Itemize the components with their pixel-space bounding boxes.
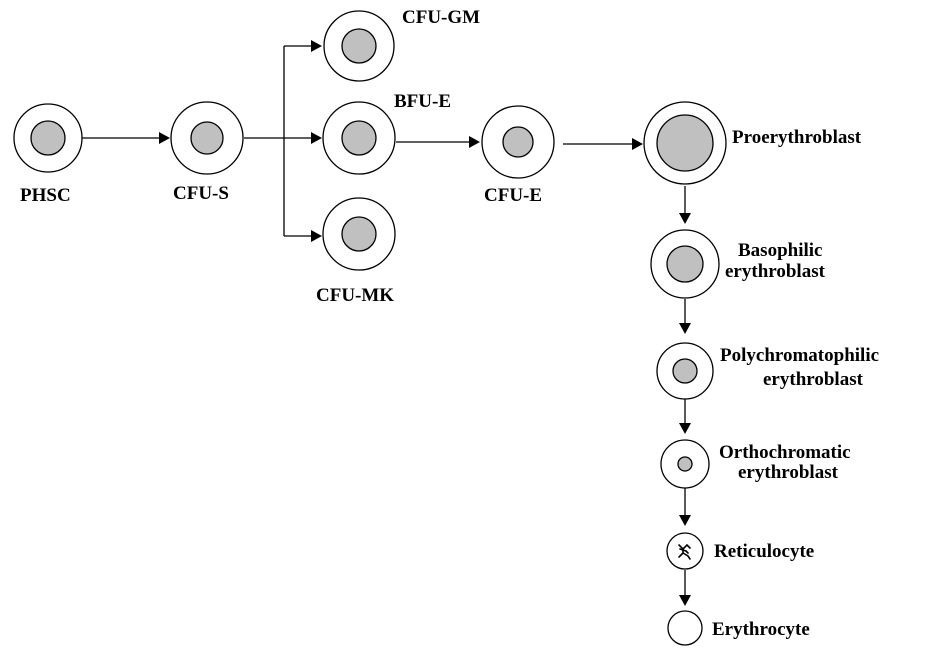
- cell-bfu-e: [322, 101, 396, 175]
- label-reticulocyte: Reticulocyte: [714, 541, 814, 562]
- cell-nucleus: [502, 126, 534, 158]
- cell-basophilic-erythroblast: [650, 229, 720, 299]
- arrow-down-icon: [679, 213, 691, 224]
- arrow-down-icon: [679, 595, 691, 606]
- cell-cfu-e: [481, 105, 555, 179]
- cell-nucleus: [341, 28, 377, 64]
- cell-nucleus: [677, 456, 693, 472]
- arrow-right-icon: [311, 132, 322, 144]
- label-cfu-s: CFU-S: [173, 183, 229, 204]
- cell-orthochromatic-erythroblast: [660, 439, 710, 489]
- label-basophilic-line1: Basophilic: [738, 240, 822, 261]
- cell-polychromatophilic-erythroblast: [656, 342, 714, 400]
- cell-erythrocyte: [667, 610, 703, 646]
- cell-cfu-s: [170, 101, 244, 175]
- label-phsc: PHSC: [20, 185, 71, 206]
- cell-nucleus: [666, 245, 704, 283]
- arrow-down-icon: [679, 515, 691, 526]
- label-cfu-e: CFU-E: [484, 185, 542, 206]
- arrow-right-icon: [311, 40, 322, 52]
- cell-reticulocyte: [666, 532, 704, 570]
- cell-nucleus: [190, 121, 224, 155]
- arrow-down-icon: [679, 423, 691, 434]
- arrow-down-icon: [679, 323, 691, 334]
- label-basophilic-line2: erythroblast: [725, 261, 826, 282]
- label-proerythroblast: Proerythroblast: [732, 127, 862, 148]
- cell-nucleus: [656, 114, 714, 172]
- cell-cfu-mk: [322, 197, 396, 271]
- label-cfu-gm: CFU-GM: [402, 7, 480, 28]
- label-polychromatophilic-line2: erythroblast: [763, 369, 864, 390]
- reticulum-icon: [678, 543, 691, 560]
- arrow-right-icon: [469, 136, 480, 148]
- cell-phsc: [13, 103, 83, 173]
- arrow-right-icon: [311, 230, 322, 242]
- cell-cfu-gm: [323, 10, 395, 82]
- connectors: [81, 40, 691, 606]
- cell-nucleus: [672, 358, 698, 384]
- cell-nucleus: [30, 120, 66, 156]
- label-erythrocyte: Erythrocyte: [712, 619, 810, 640]
- label-orthochromatic-line2: erythroblast: [738, 462, 839, 483]
- label-polychromatophilic-line1: Polychromatophilic: [720, 345, 879, 366]
- label-bfu-e: BFU-E: [394, 91, 451, 112]
- label-orthochromatic-line1: Orthochromatic: [719, 442, 851, 463]
- cell-proerythroblast: [643, 101, 727, 185]
- arrow-right-icon: [632, 138, 643, 150]
- label-cfu-mk: CFU-MK: [316, 285, 394, 306]
- cell-nucleus: [341, 120, 377, 156]
- arrow-right-icon: [159, 132, 170, 144]
- cell-outer-membrane: [667, 610, 703, 646]
- cell-nucleus: [341, 216, 377, 252]
- labels: PHSC CFU-S CFU-GM BFU-E CFU-MK CFU-E Pro…: [20, 7, 879, 640]
